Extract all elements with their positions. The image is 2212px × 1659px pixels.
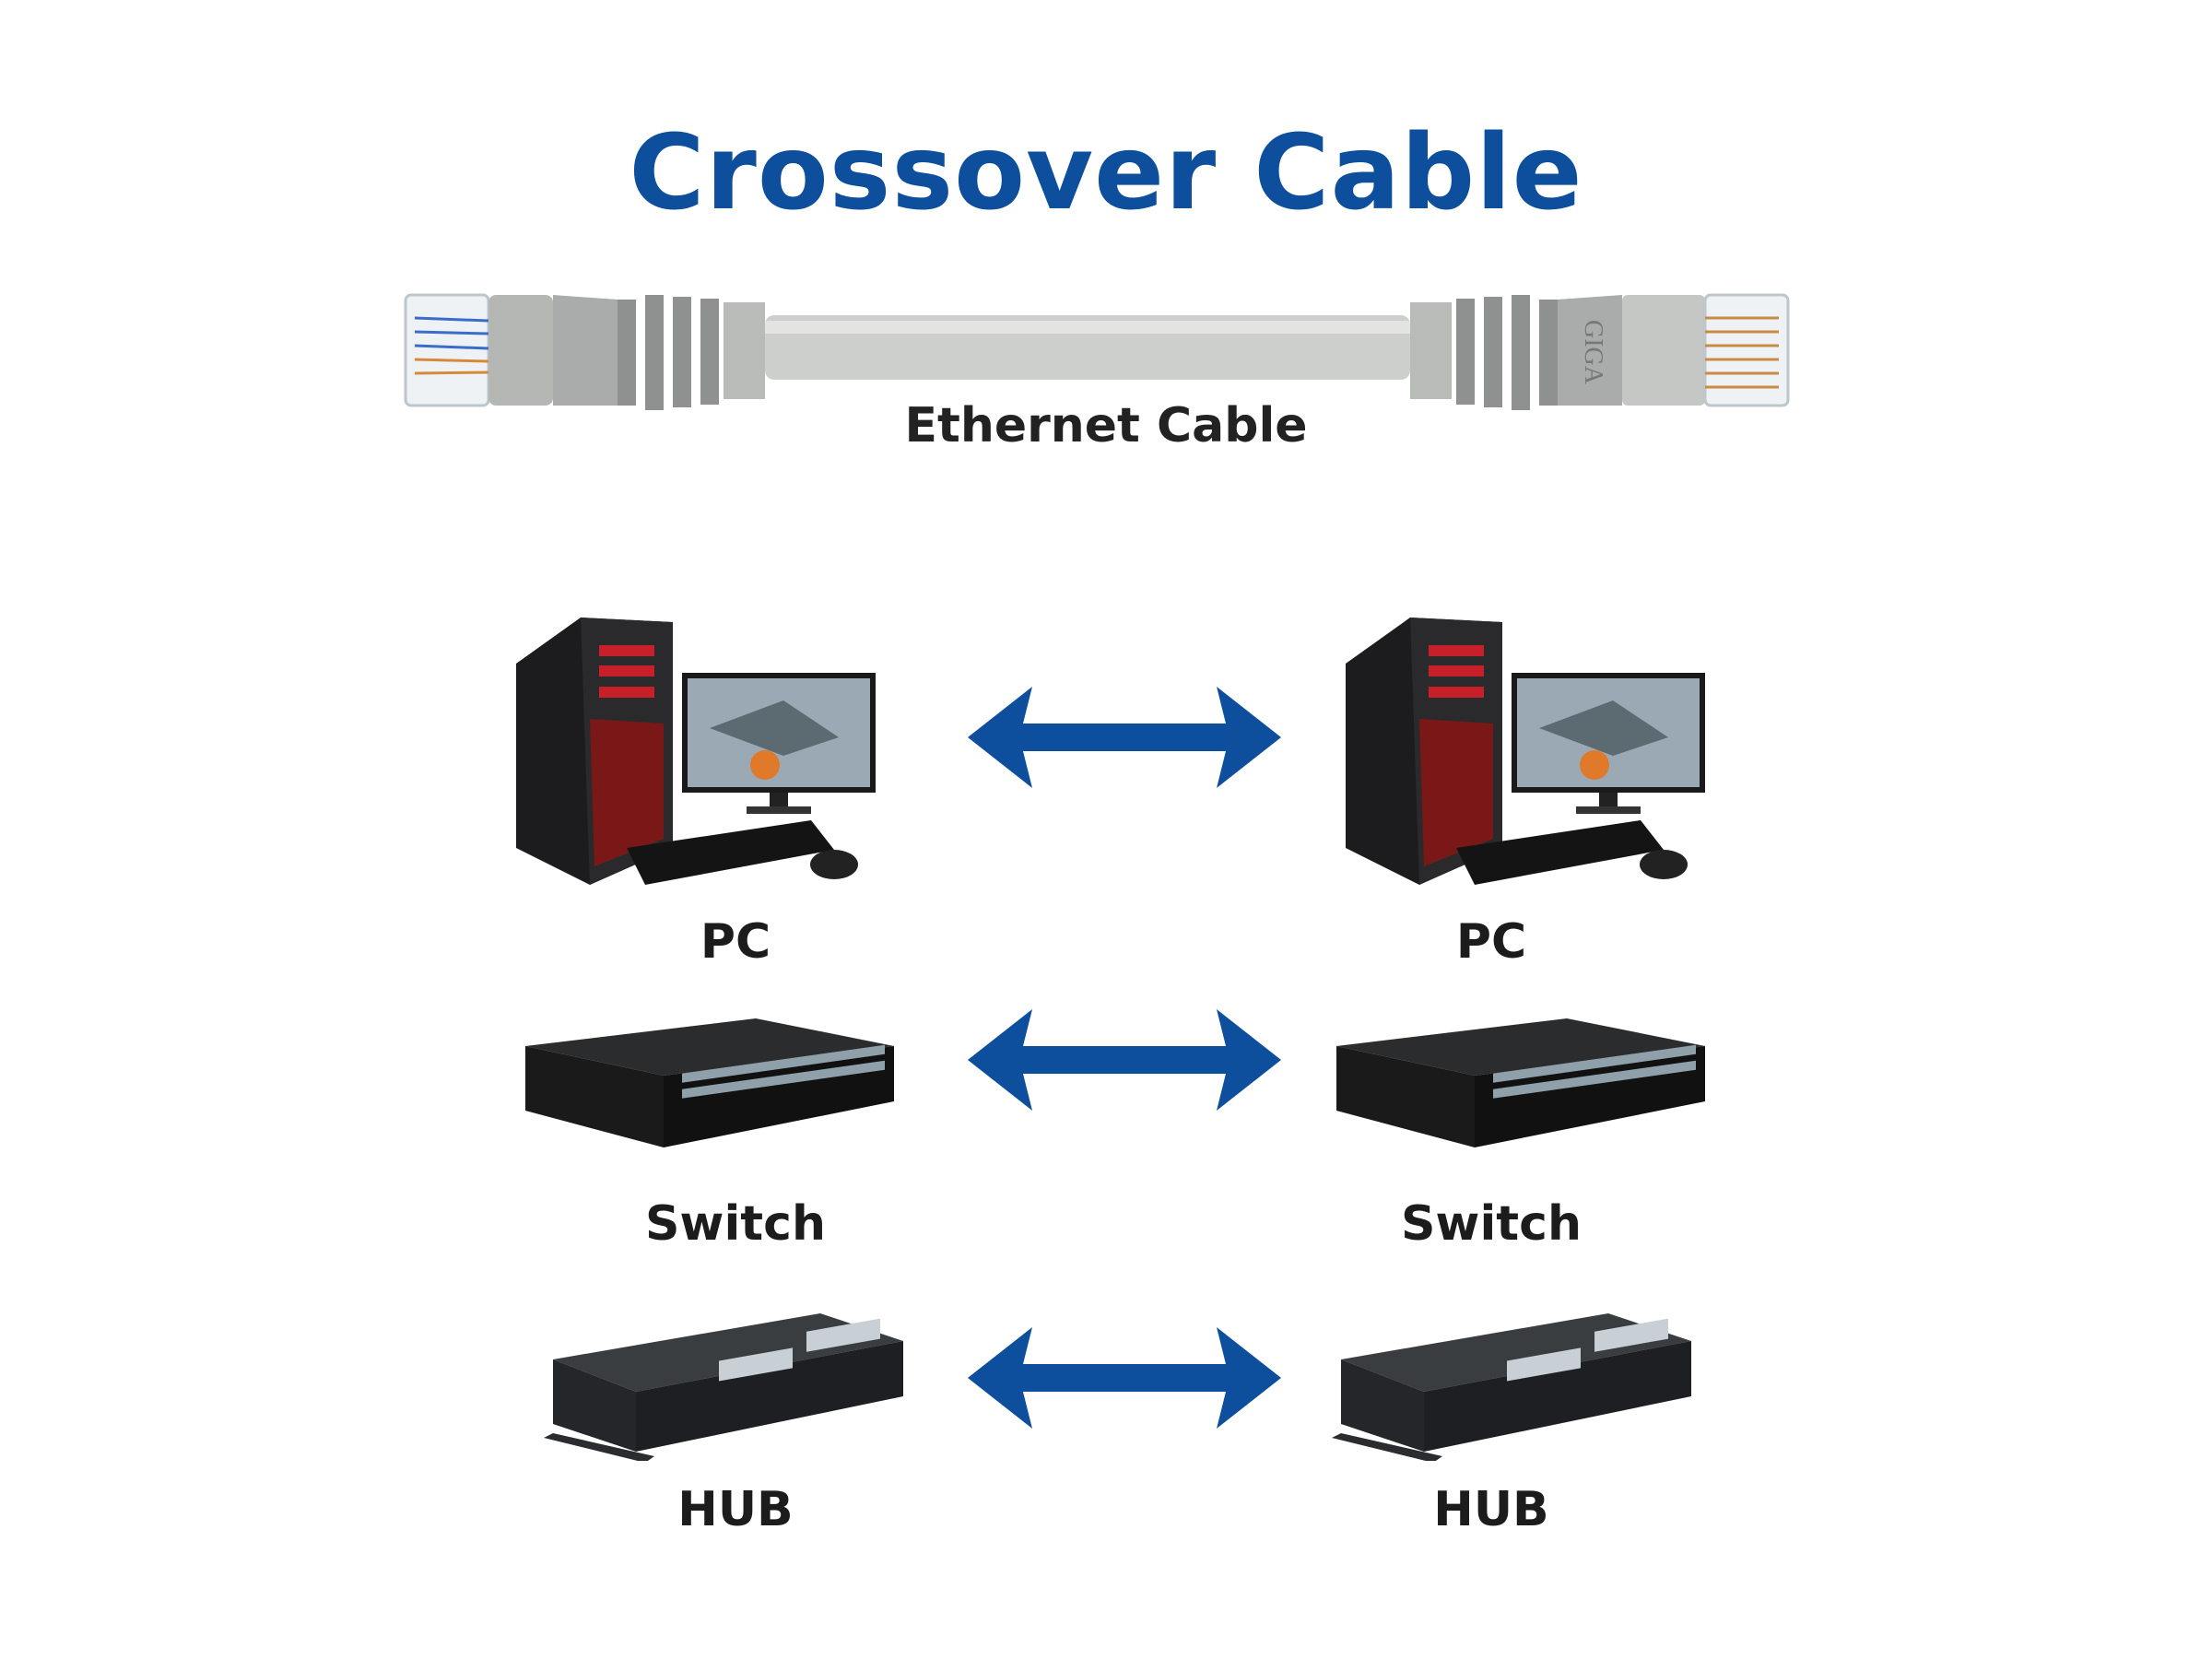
pc-right-label: PC [1455, 914, 1527, 970]
hub-left-image [544, 1313, 903, 1461]
right-rj45-plug: GIGA [1410, 293, 1790, 410]
left-rj45-plug [404, 293, 765, 410]
switch-right-label: Switch [1400, 1196, 1582, 1252]
cable-caption: Ethernet Cable [904, 398, 1308, 453]
page-title: Crossover Cable [629, 113, 1583, 233]
pc-left-image [516, 618, 876, 885]
hub-right-image [1332, 1313, 1691, 1461]
switch-right-image [1336, 1018, 1705, 1147]
bidirectional-arrow-icon [968, 687, 1281, 788]
hub-right-label: HUB [1433, 1482, 1549, 1537]
bidirectional-arrow-icon [968, 1327, 1281, 1429]
pc-left-label: PC [700, 914, 771, 970]
hub-left-label: HUB [677, 1482, 794, 1537]
switch-left-label: Switch [644, 1196, 826, 1252]
pc-right-image [1346, 618, 1705, 885]
bidirectional-arrow-icon [968, 1009, 1281, 1111]
switch-left-image [525, 1018, 894, 1147]
giga-mark: GIGA [1579, 320, 1607, 385]
ethernet-cable-image: GIGA [404, 293, 1790, 410]
